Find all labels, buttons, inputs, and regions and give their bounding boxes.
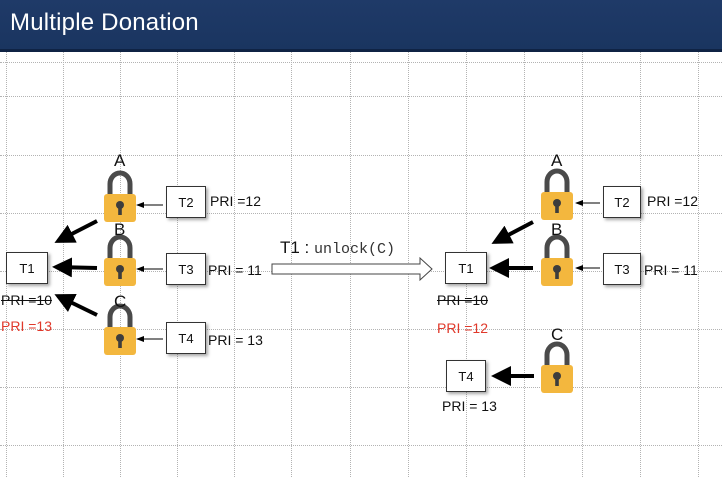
lock-a-icon xyxy=(104,173,136,222)
transition-action: unlock(C) xyxy=(314,241,396,258)
t4-priority: PRI = 13 xyxy=(208,332,263,348)
right-t1-donated-priority: PRI =12 xyxy=(437,320,488,336)
transition-arrow xyxy=(271,256,433,282)
b-held-by-t1-arrow xyxy=(52,257,98,278)
right-thread-t4-box: T4 xyxy=(446,360,486,392)
right-t3-priority: PRI = 11 xyxy=(644,262,698,278)
right-lock-a-label: A xyxy=(551,151,563,170)
right-t1-original-priority: PRI =10 xyxy=(437,292,488,308)
thread-t2-box: T2 xyxy=(166,186,206,218)
lock-b-icon xyxy=(104,237,136,286)
right-a-held-by-t1-arrow xyxy=(491,220,534,244)
t1-original-priority: PRI =10 xyxy=(1,292,52,308)
lock-c-icon xyxy=(104,306,136,355)
lock-c-label: C xyxy=(114,292,127,311)
transition-label: T1 : unlock(C) xyxy=(280,238,395,258)
title-bar: Multiple Donation xyxy=(0,0,722,52)
t1-donated-priority: PRI =13 xyxy=(1,318,52,334)
right-lock-c-icon xyxy=(541,344,573,393)
right-lock-a-icon xyxy=(541,171,573,220)
lock-b-label: B xyxy=(114,220,126,239)
thread-t1-box: T1 xyxy=(6,252,48,284)
t3-priority: PRI = 11 xyxy=(208,262,262,278)
right-thread-t3-box: T3 xyxy=(603,253,641,285)
right-thread-t2-box: T2 xyxy=(603,186,641,218)
c-held-by-t1-arrow xyxy=(54,294,98,317)
slide-title: Multiple Donation xyxy=(10,9,199,36)
right-thread-t1-box: T1 xyxy=(445,252,487,284)
right-t4-priority: PRI = 13 xyxy=(442,398,497,414)
right-lock-c-label: C xyxy=(551,325,564,344)
t2-priority: PRI =12 xyxy=(210,193,261,209)
right-lock-b-icon xyxy=(541,237,573,286)
transition-thread: T1 : xyxy=(280,238,310,257)
right-lock-b-label: B xyxy=(551,220,563,239)
lock-a-label: A xyxy=(114,151,126,170)
right-t2-priority: PRI =12 xyxy=(647,193,698,209)
thread-t4-box: T4 xyxy=(166,322,206,354)
thread-t3-box: T3 xyxy=(166,253,206,285)
a-held-by-t1-arrow xyxy=(54,219,98,243)
